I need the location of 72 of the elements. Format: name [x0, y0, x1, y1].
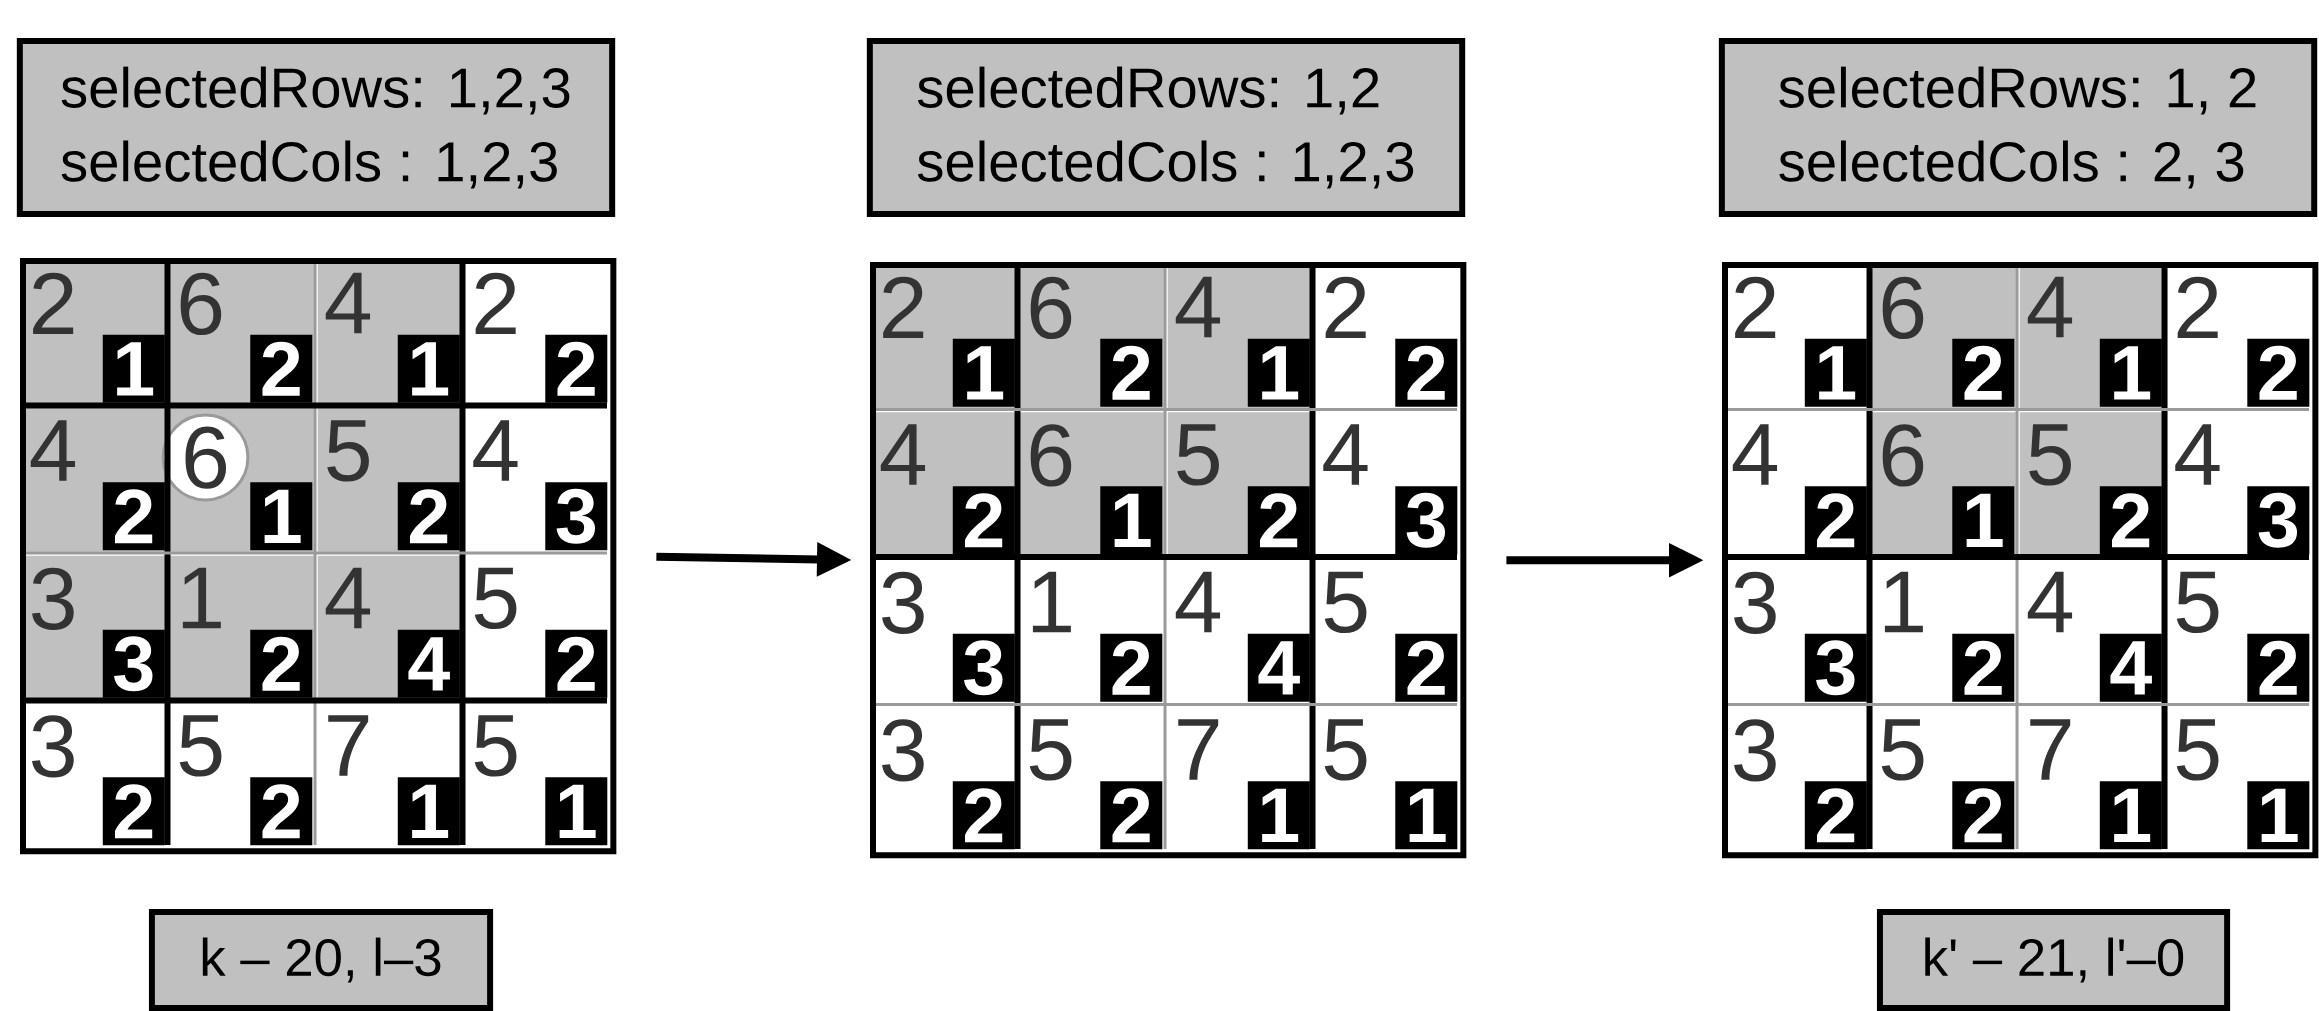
- count-badge: 2: [1247, 486, 1310, 555]
- node-label: 2: [964, 788, 1003, 843]
- count-badge: 1: [2247, 781, 2310, 850]
- node-label: 4: [2110, 641, 2152, 695]
- info-box: selectedRows: 1, 2 selectedCols : 2, 3: [1718, 37, 2318, 218]
- count-badge: 2: [1100, 633, 1163, 702]
- count-badge: 1: [1804, 338, 1867, 407]
- count-badge: 3: [102, 629, 165, 698]
- node-label: 3: [1406, 492, 1446, 548]
- number-grid: [1722, 262, 2319, 859]
- count-badge: 1: [2099, 781, 2162, 850]
- count-badge: 2: [250, 629, 313, 698]
- count-badge: 2: [1952, 781, 2015, 850]
- count-badge: 1: [397, 777, 460, 846]
- node-label: 1: [1262, 788, 1299, 842]
- count-badge: 2: [1952, 338, 2015, 407]
- count-badge: 2: [1395, 338, 1458, 407]
- node-label: 2: [1817, 788, 1855, 843]
- count-badge: 2: [2247, 633, 2310, 702]
- count-badge: 1: [2099, 338, 2162, 407]
- node-label: 1: [2114, 788, 2151, 842]
- count-badge: 1: [1247, 781, 1310, 850]
- count-badge: 4: [2099, 633, 2162, 702]
- count-badge: 1: [1100, 486, 1163, 555]
- node-label: 3: [2258, 492, 2298, 548]
- count-badge: 2: [545, 629, 608, 698]
- result-box: k' – 21, l'–0: [1876, 909, 2231, 1011]
- node-label: 3: [964, 640, 1003, 696]
- count-badge: 1: [102, 334, 165, 403]
- count-badge: 1: [952, 338, 1015, 407]
- number-grid: [870, 262, 1467, 859]
- node-label: 2: [1817, 493, 1855, 548]
- count-badge: 3: [1395, 486, 1458, 555]
- count-badge: 1: [397, 334, 460, 403]
- count-badge: 3: [2247, 486, 2310, 555]
- node-label: 4: [1258, 641, 1300, 695]
- count-badge: 2: [102, 482, 165, 551]
- node-label: 2: [557, 636, 595, 691]
- node-label: 3: [1816, 640, 1855, 696]
- count-badge: 1: [1952, 486, 2015, 555]
- count-badge: 2: [1804, 781, 1867, 850]
- count-badge: 4: [1247, 633, 1310, 702]
- count-badge: 2: [1100, 781, 1163, 850]
- count-badge: 2: [1952, 633, 2015, 702]
- count-badge: 2: [1804, 486, 1867, 555]
- count-badge: 1: [1247, 338, 1310, 407]
- count-badge: 1: [545, 777, 608, 846]
- info-box: selectedRows: 1,2,3 selectedCols : 1,2,3: [16, 37, 616, 218]
- count-badge: 1: [250, 482, 313, 551]
- count-badge: 2: [1395, 633, 1458, 702]
- count-badge: 2: [545, 334, 608, 403]
- count-badge: 2: [250, 777, 313, 846]
- node-label: 2: [114, 784, 153, 839]
- node-label: 2: [557, 341, 595, 396]
- count-badge: 2: [2247, 338, 2310, 407]
- number-grid: [20, 258, 617, 855]
- count-badge: 3: [1804, 633, 1867, 702]
- count-badge: 1: [1395, 781, 1458, 850]
- node-label: 1: [412, 784, 449, 838]
- count-badge: 2: [2099, 486, 2162, 555]
- count-badge: 2: [102, 777, 165, 846]
- count-badge: 2: [250, 334, 313, 403]
- count-badge: 4: [397, 629, 460, 698]
- count-badge: 2: [397, 482, 460, 551]
- result-box: k – 20, l–3: [148, 909, 494, 1011]
- node-label: 1: [1819, 346, 1856, 400]
- info-box: selectedRows: 1,2 selectedCols : 1,2,3: [866, 37, 1466, 218]
- count-badge: 2: [952, 781, 1015, 850]
- count-badge: 2: [952, 486, 1015, 555]
- count-badge: 3: [952, 633, 1015, 702]
- count-badge: 2: [1100, 338, 1163, 407]
- count-badge: 3: [545, 482, 608, 551]
